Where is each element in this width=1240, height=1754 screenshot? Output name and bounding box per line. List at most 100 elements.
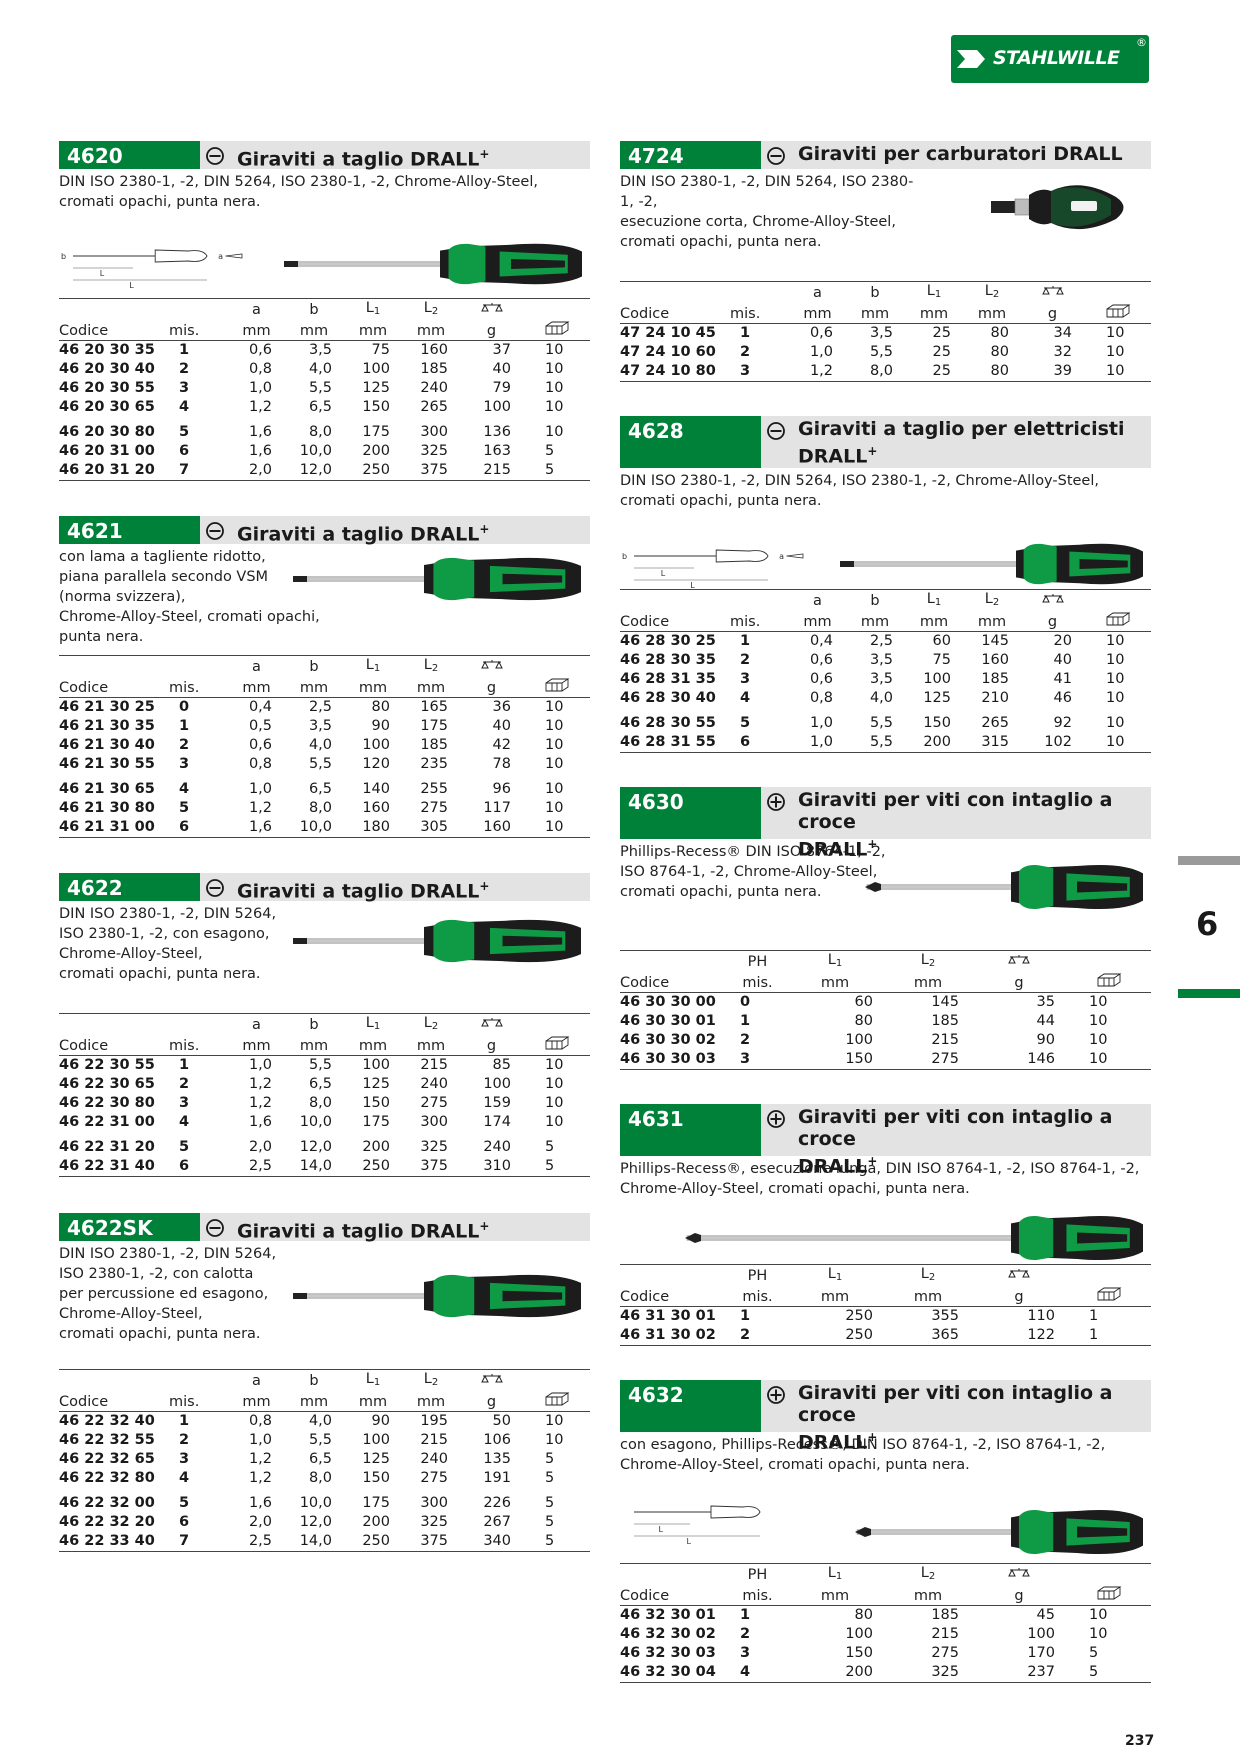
header-top-6 — [1021, 281, 1084, 304]
table-cell: 10 — [1106, 690, 1125, 706]
table-cell: 160 — [420, 342, 448, 358]
header-l: L — [423, 657, 432, 673]
table-cell: 100 — [845, 1032, 873, 1048]
article-number: 46 22 30 65 — [59, 1076, 155, 1092]
header-top-0 — [620, 1264, 730, 1287]
article-number: 46 32 30 01 — [620, 1607, 716, 1623]
slot-circle-icon — [206, 522, 224, 540]
header-0: Codice — [59, 678, 169, 698]
header-top-3: b — [284, 655, 344, 678]
table-cell: 2 — [179, 1432, 190, 1448]
logo-text: STAHLWILLE — [993, 47, 1120, 69]
table-cell: 5,5 — [308, 380, 332, 396]
table-cell: 150 — [362, 1095, 390, 1111]
table-cell: 5 — [179, 800, 190, 816]
table-cell: 163 — [483, 443, 511, 459]
table-cell: 10 — [1089, 1626, 1108, 1642]
header-top-5 — [1067, 1264, 1151, 1287]
article-number: 46 22 32 55 — [59, 1432, 155, 1448]
header-l-subscript: 2 — [928, 1272, 936, 1283]
header-l: L — [926, 283, 935, 299]
article-number: 46 30 30 03 — [620, 1050, 730, 1070]
table-cell: 250 — [785, 1326, 885, 1346]
table-cell: 3,5 — [308, 342, 332, 358]
description-line: DIN ISO 2380-1, -2, DIN 5264, ISO 2380-1… — [620, 174, 914, 210]
table-cell: 2,0 — [229, 461, 284, 481]
table-cell: 185 — [420, 361, 448, 377]
article-number: 46 20 30 35 — [59, 342, 155, 358]
package-quantity-icon — [545, 1036, 569, 1050]
table-cell: 1,2 — [248, 1470, 272, 1486]
table-cell: 117 — [483, 800, 511, 816]
table-cell: 6 — [179, 1514, 190, 1530]
table-cell: 0 — [179, 699, 190, 715]
header-7 — [1084, 304, 1151, 324]
header-3: mm — [284, 1036, 344, 1056]
table-cell: 6,5 — [308, 781, 332, 797]
table-cell: 200 — [785, 1663, 885, 1683]
section-title: Giraviti a taglio DRALL+ — [237, 143, 586, 170]
svg-text:L: L — [100, 269, 105, 278]
table-cell: 135 — [483, 1451, 511, 1467]
header-top-3: b — [845, 281, 905, 304]
table-cell: 6,5 — [308, 1451, 332, 1467]
table-cell: 255 — [420, 781, 448, 797]
section-title-text: Giraviti per viti con intaglio a croce — [798, 789, 1113, 833]
table-cell: 0,8 — [248, 361, 272, 377]
table-cell: 60 — [932, 633, 951, 649]
page-number: 237 — [1125, 1733, 1155, 1749]
header-top-2: L1 — [785, 1264, 885, 1287]
header-4: g — [971, 1586, 1067, 1606]
table-cell: 32 — [1053, 344, 1072, 360]
header-2: mm — [229, 1036, 284, 1056]
table-cell: 100 — [362, 1057, 390, 1073]
table-cell: 5,5 — [845, 733, 905, 753]
article-code: 4724 — [620, 141, 761, 169]
table-cell: 5 — [179, 1495, 190, 1511]
table-cell: 5 — [179, 424, 190, 440]
header-3: mm — [284, 321, 344, 341]
header-top-3: b — [284, 1013, 344, 1036]
logo-registered: ® — [1136, 36, 1147, 49]
table-cell: 1 — [179, 342, 190, 358]
table-cell: 80 — [854, 1013, 873, 1029]
weight-scale-icon — [1041, 286, 1064, 295]
header-1: mis. — [730, 973, 785, 993]
header-top-4: L1 — [344, 655, 402, 678]
table-cell: 175 — [362, 1114, 390, 1130]
drall-plus: + — [479, 522, 490, 536]
table-cell: 0,8 — [248, 756, 272, 772]
table-cell: 365 — [885, 1326, 971, 1346]
table-cell: 10,0 — [299, 443, 332, 459]
svg-text:b: b — [61, 252, 66, 261]
table-cell: 2,5 — [229, 1157, 284, 1177]
phillips-circle-icon — [767, 793, 785, 811]
table-cell: 300 — [420, 1114, 448, 1130]
article-code: 4622 — [59, 873, 200, 901]
header-1: mis. — [169, 1036, 229, 1056]
table-cell: 0,4 — [248, 699, 272, 715]
table-cell: 4,0 — [869, 690, 893, 706]
table-cell: 136 — [483, 424, 511, 440]
article-code: 4620 — [59, 141, 200, 169]
weight-scale-icon — [480, 303, 503, 312]
description-line: DIN ISO 2380-1, -2, DIN 5264, — [59, 906, 277, 922]
header-2: mm — [229, 1392, 284, 1412]
table-cell: 100 — [483, 1076, 511, 1092]
dimension-diagram: b L L a — [61, 249, 243, 290]
table-cell: 3,5 — [308, 718, 332, 734]
table-cell: 170 — [1027, 1645, 1055, 1661]
table-cell: 1,0 — [790, 733, 845, 753]
